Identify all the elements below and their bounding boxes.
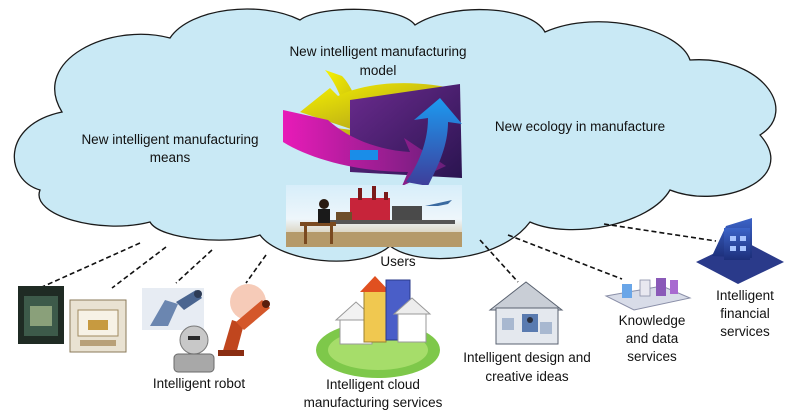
- connector-line: [245, 254, 267, 284]
- dashed-connectors: [41, 223, 717, 289]
- label-cloud-services-line1: Intelligent cloud: [326, 377, 420, 392]
- label-knowledge-line3: services: [627, 349, 677, 364]
- label-means-line2: means: [150, 150, 191, 165]
- humanoid-robot-icon: [173, 325, 215, 373]
- label-financial-line3: services: [720, 324, 770, 339]
- cycle-arrows: [283, 70, 462, 186]
- label-knowledge-line1: Knowledge: [619, 313, 686, 328]
- connector-line: [507, 234, 623, 280]
- label-users: Users: [380, 254, 416, 269]
- cloud-manufacturing-town-icon: [316, 276, 440, 378]
- financial-building-icon: [696, 218, 784, 284]
- label-financial-line1: Intelligent: [716, 288, 774, 303]
- design-house-icon: [488, 281, 564, 345]
- label-financial-line2: financial: [720, 306, 770, 321]
- users-scene-illustration: [286, 185, 462, 247]
- label-design-line1: Intelligent design and: [463, 350, 591, 365]
- connector-line: [479, 239, 519, 283]
- label-design-line2: creative ideas: [485, 369, 569, 384]
- label-model-line1: New intelligent manufacturing: [289, 44, 466, 59]
- knowledge-data-servers-icon: [604, 278, 692, 311]
- connector-line: [603, 223, 717, 242]
- blue-arrow-icon: [350, 150, 378, 160]
- label-model-line2: model: [360, 63, 397, 78]
- connector-line: [41, 242, 141, 288]
- blue-arrow-icon: [406, 98, 462, 186]
- connector-line: [111, 246, 167, 289]
- label-robot: Intelligent robot: [153, 376, 246, 391]
- label-ecology: New ecology in manufacture: [495, 119, 665, 134]
- magenta-arrow-icon: [283, 110, 446, 186]
- labels: New intelligent manufacturing model New …: [81, 44, 774, 410]
- label-cloud-services-line2: manufacturing services: [304, 395, 443, 410]
- industrial-robot-icon: [218, 284, 270, 356]
- 3d-printer-icon: [69, 299, 127, 353]
- label-means-line1: New intelligent manufacturing: [81, 132, 258, 147]
- robot-arm-icon: [142, 288, 204, 330]
- connector-line: [175, 249, 213, 284]
- 3d-printer-icon: [18, 286, 64, 344]
- label-knowledge-line2: and data: [626, 331, 679, 346]
